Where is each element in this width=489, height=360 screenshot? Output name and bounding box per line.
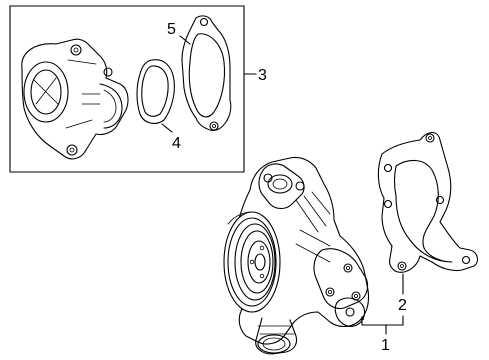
leader-lines <box>161 35 404 335</box>
kit-inset-box <box>9 5 245 173</box>
inset-pump-housing <box>21 38 129 160</box>
callout-5: 5 <box>167 21 176 38</box>
callout-4: 4 <box>172 135 181 152</box>
callout-2: 2 <box>398 297 407 314</box>
water-pump-assembly <box>223 156 370 355</box>
callout-1: 1 <box>381 337 390 354</box>
pump-gasket <box>377 131 479 273</box>
inset-o-ring <box>136 59 175 124</box>
callout-3: 3 <box>258 67 267 84</box>
inset-gasket <box>181 15 232 132</box>
